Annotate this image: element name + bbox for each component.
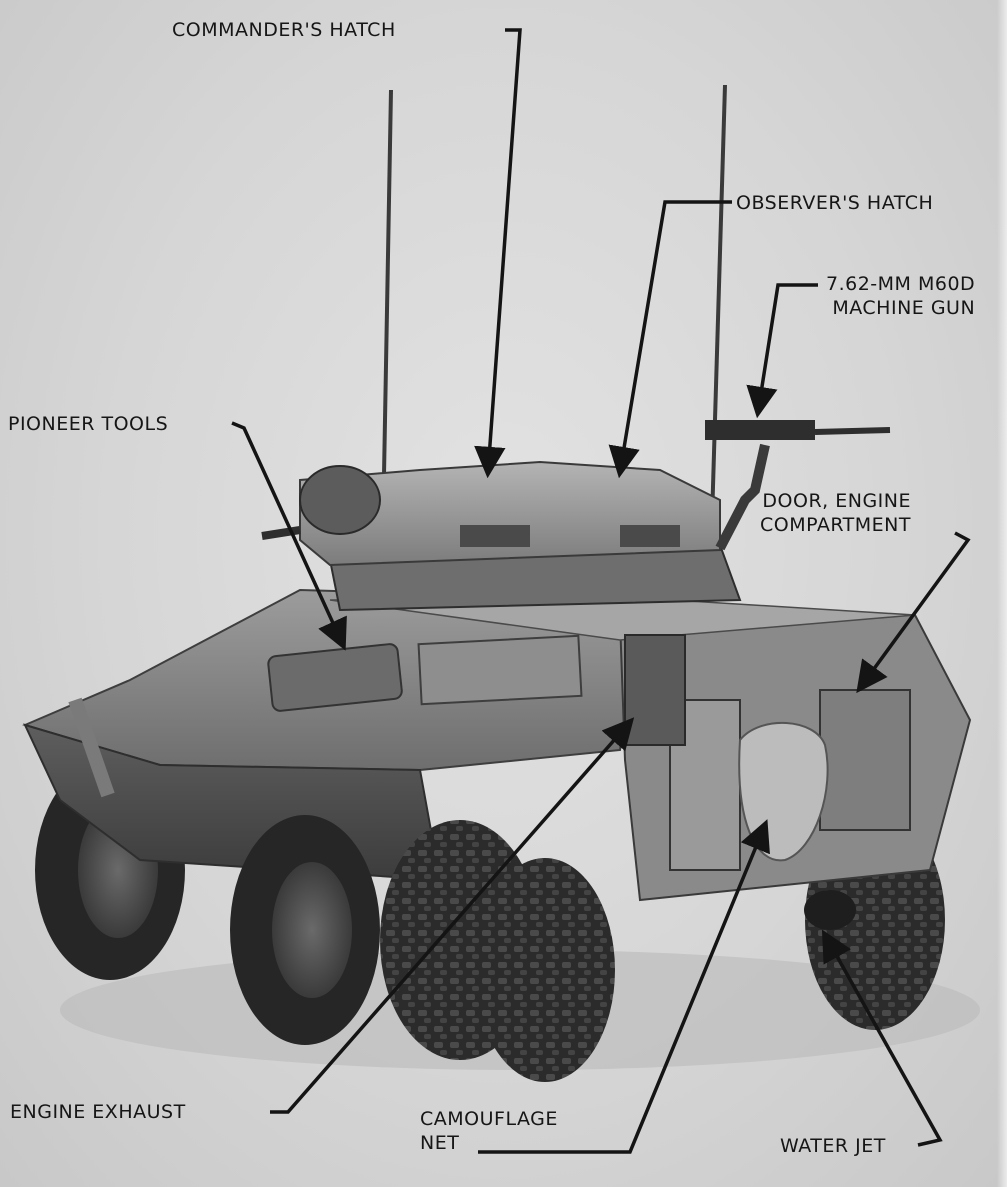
- pioneer-tool-shovel: [68, 697, 115, 798]
- exhaust-stack: [624, 634, 686, 746]
- label-observers-hatch: OBSERVER'S HATCH: [736, 192, 934, 214]
- label-engine-exhaust: ENGINE EXHAUST: [10, 1101, 186, 1123]
- leader-commanders-hatch: [474, 28, 522, 479]
- turret-vision-block-left: [460, 525, 530, 547]
- leader-water-jet: [821, 929, 943, 1147]
- wheel-front-right: [475, 858, 615, 1082]
- leader-camouflage-net: [478, 819, 770, 1154]
- label-machine-gun: 7.62-MM M60D MACHINE GUN: [826, 272, 975, 320]
- turret-vision-block-right: [620, 525, 680, 547]
- machine-gun-mount: [715, 443, 770, 551]
- leader-observers-hatch: [608, 200, 732, 479]
- gun-mantlet: [299, 465, 381, 535]
- label-commanders-hatch: COMMANDER'S HATCH: [172, 19, 396, 41]
- label-camouflage-net-line2: NET: [420, 1132, 460, 1154]
- side-door: [669, 699, 741, 871]
- label-pioneer-tools: PIONEER TOOLS: [8, 413, 169, 435]
- antenna-left: [382, 89, 393, 476]
- antenna-right: [710, 84, 727, 521]
- label-door-engine-compartment: DOOR, ENGINE COMPARTMENT: [760, 489, 911, 537]
- turret-gun-barrel: [261, 526, 301, 540]
- leader-machine-gun: [746, 283, 818, 419]
- label-camouflage-net-line1: CAMOUFLAGE: [420, 1108, 558, 1130]
- leader-pioneer-tools: [231, 421, 347, 651]
- label-door-engine-line1: DOOR, ENGINE: [762, 490, 911, 512]
- label-water-jet: WATER JET: [780, 1135, 886, 1157]
- label-door-engine-line2: COMPARTMENT: [760, 514, 911, 536]
- machine-gun-barrel: [814, 427, 891, 435]
- water-jet: [804, 890, 856, 930]
- wheel-front-left: [230, 815, 380, 1045]
- driver-hatch: [417, 634, 583, 706]
- label-machine-gun-line1: 7.62-MM M60D: [826, 273, 976, 295]
- label-machine-gun-line2: MACHINE GUN: [832, 297, 976, 319]
- leader-engine-exhaust: [270, 717, 635, 1114]
- label-camouflage-net: CAMOUFLAGE NET: [420, 1107, 558, 1155]
- page-edge-highlight: [997, 0, 1007, 1187]
- leader-door-engine: [856, 531, 971, 694]
- turret: [299, 460, 721, 567]
- engine-compartment-door: [819, 689, 911, 831]
- machine-gun-body: [705, 420, 815, 440]
